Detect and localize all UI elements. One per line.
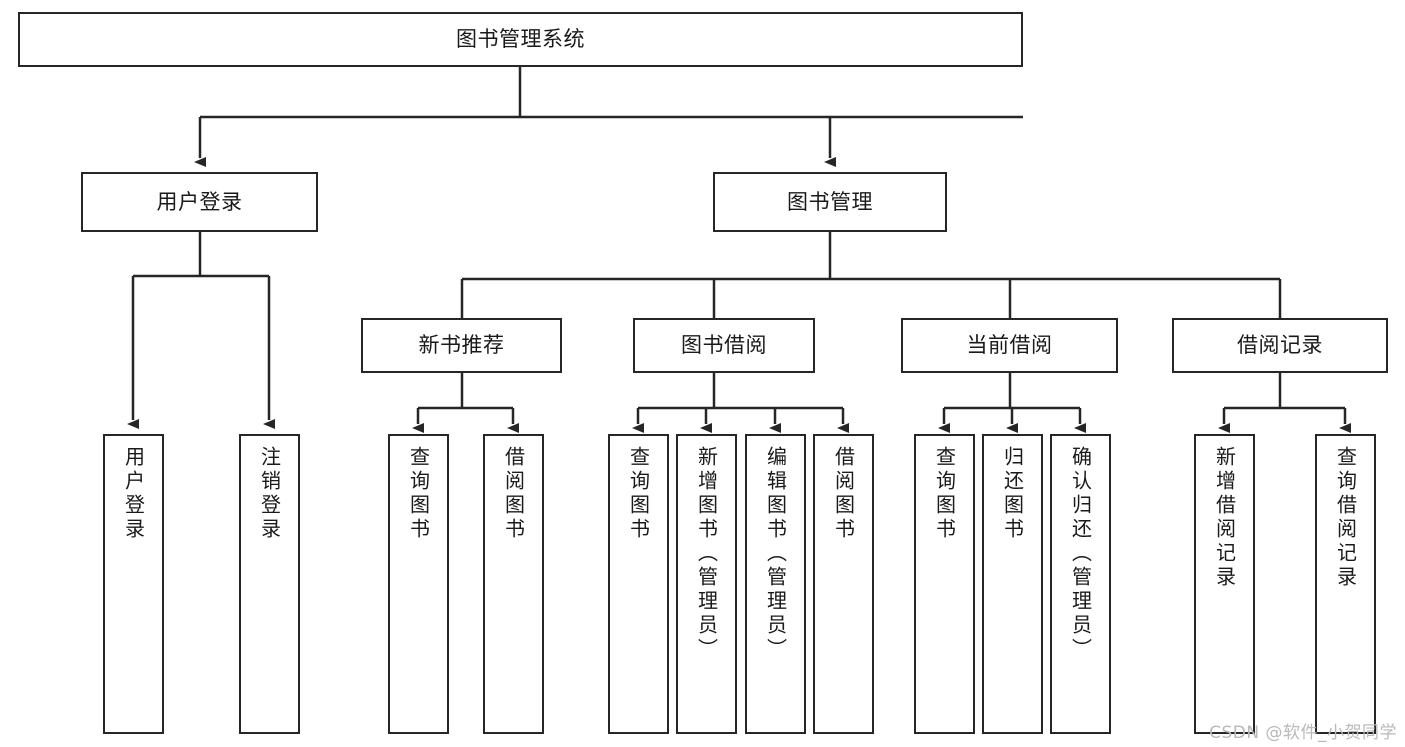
node-leaf-add-record[interactable]: 新增借阅记录 — [1194, 434, 1255, 734]
node-leaf-add-record-label: 新增借阅记录 — [1212, 446, 1237, 590]
node-root-label: 图书管理系统 — [456, 27, 585, 52]
node-leaf-query-book-3-label: 查询图书 — [932, 446, 957, 542]
node-leaf-add-book[interactable]: 新增图书（管理员） — [676, 434, 737, 734]
node-borrow-record[interactable]: 借阅记录 — [1172, 318, 1388, 373]
node-leaf-confirm-return[interactable]: 确认归还（管理员） — [1050, 434, 1111, 734]
node-leaf-query-record-label: 查询借阅记录 — [1333, 446, 1358, 590]
node-borrow-record-label: 借阅记录 — [1237, 333, 1323, 358]
node-leaf-edit-book[interactable]: 编辑图书（管理员） — [745, 434, 806, 734]
node-book-management-label: 图书管理 — [787, 189, 873, 214]
node-current-borrow[interactable]: 当前借阅 — [901, 318, 1118, 373]
node-leaf-borrow-book-2-label: 借阅图书 — [831, 446, 856, 542]
watermark-text: CSDN @软件_小贺同学 — [1209, 723, 1397, 743]
node-leaf-return-book[interactable]: 归还图书 — [982, 434, 1043, 734]
node-leaf-borrow-book-1-label: 借阅图书 — [501, 446, 526, 542]
node-leaf-logout-login-label: 注销登录 — [257, 446, 282, 542]
node-leaf-return-book-label: 归还图书 — [1000, 446, 1025, 542]
node-leaf-user-login-label: 用户登录 — [121, 446, 146, 542]
node-book-borrow[interactable]: 图书借阅 — [633, 318, 815, 373]
node-leaf-borrow-book-2[interactable]: 借阅图书 — [813, 434, 874, 734]
node-leaf-query-book-1[interactable]: 查询图书 — [388, 434, 449, 734]
node-leaf-query-record[interactable]: 查询借阅记录 — [1315, 434, 1376, 734]
node-leaf-add-book-label: 新增图书（管理员） — [694, 446, 719, 662]
node-leaf-query-book-3[interactable]: 查询图书 — [914, 434, 975, 734]
node-user-login-label: 用户登录 — [156, 189, 243, 214]
node-new-book-recommend[interactable]: 新书推荐 — [361, 318, 562, 373]
node-new-book-recommend-label: 新书推荐 — [418, 333, 505, 358]
node-current-borrow-label: 当前借阅 — [966, 333, 1053, 358]
node-leaf-query-book-2-label: 查询图书 — [626, 446, 651, 542]
node-leaf-query-book-2[interactable]: 查询图书 — [608, 434, 669, 734]
node-leaf-confirm-return-label: 确认归还（管理员） — [1068, 446, 1093, 662]
node-user-login[interactable]: 用户登录 — [81, 172, 318, 232]
node-leaf-logout-login[interactable]: 注销登录 — [239, 434, 300, 734]
node-book-borrow-label: 图书借阅 — [681, 333, 767, 358]
node-leaf-user-login[interactable]: 用户登录 — [103, 434, 164, 734]
node-leaf-query-book-1-label: 查询图书 — [406, 446, 431, 542]
node-root[interactable]: 图书管理系统 — [18, 12, 1023, 67]
node-leaf-edit-book-label: 编辑图书（管理员） — [763, 446, 788, 662]
node-leaf-borrow-book-1[interactable]: 借阅图书 — [483, 434, 544, 734]
node-book-management[interactable]: 图书管理 — [713, 172, 947, 232]
